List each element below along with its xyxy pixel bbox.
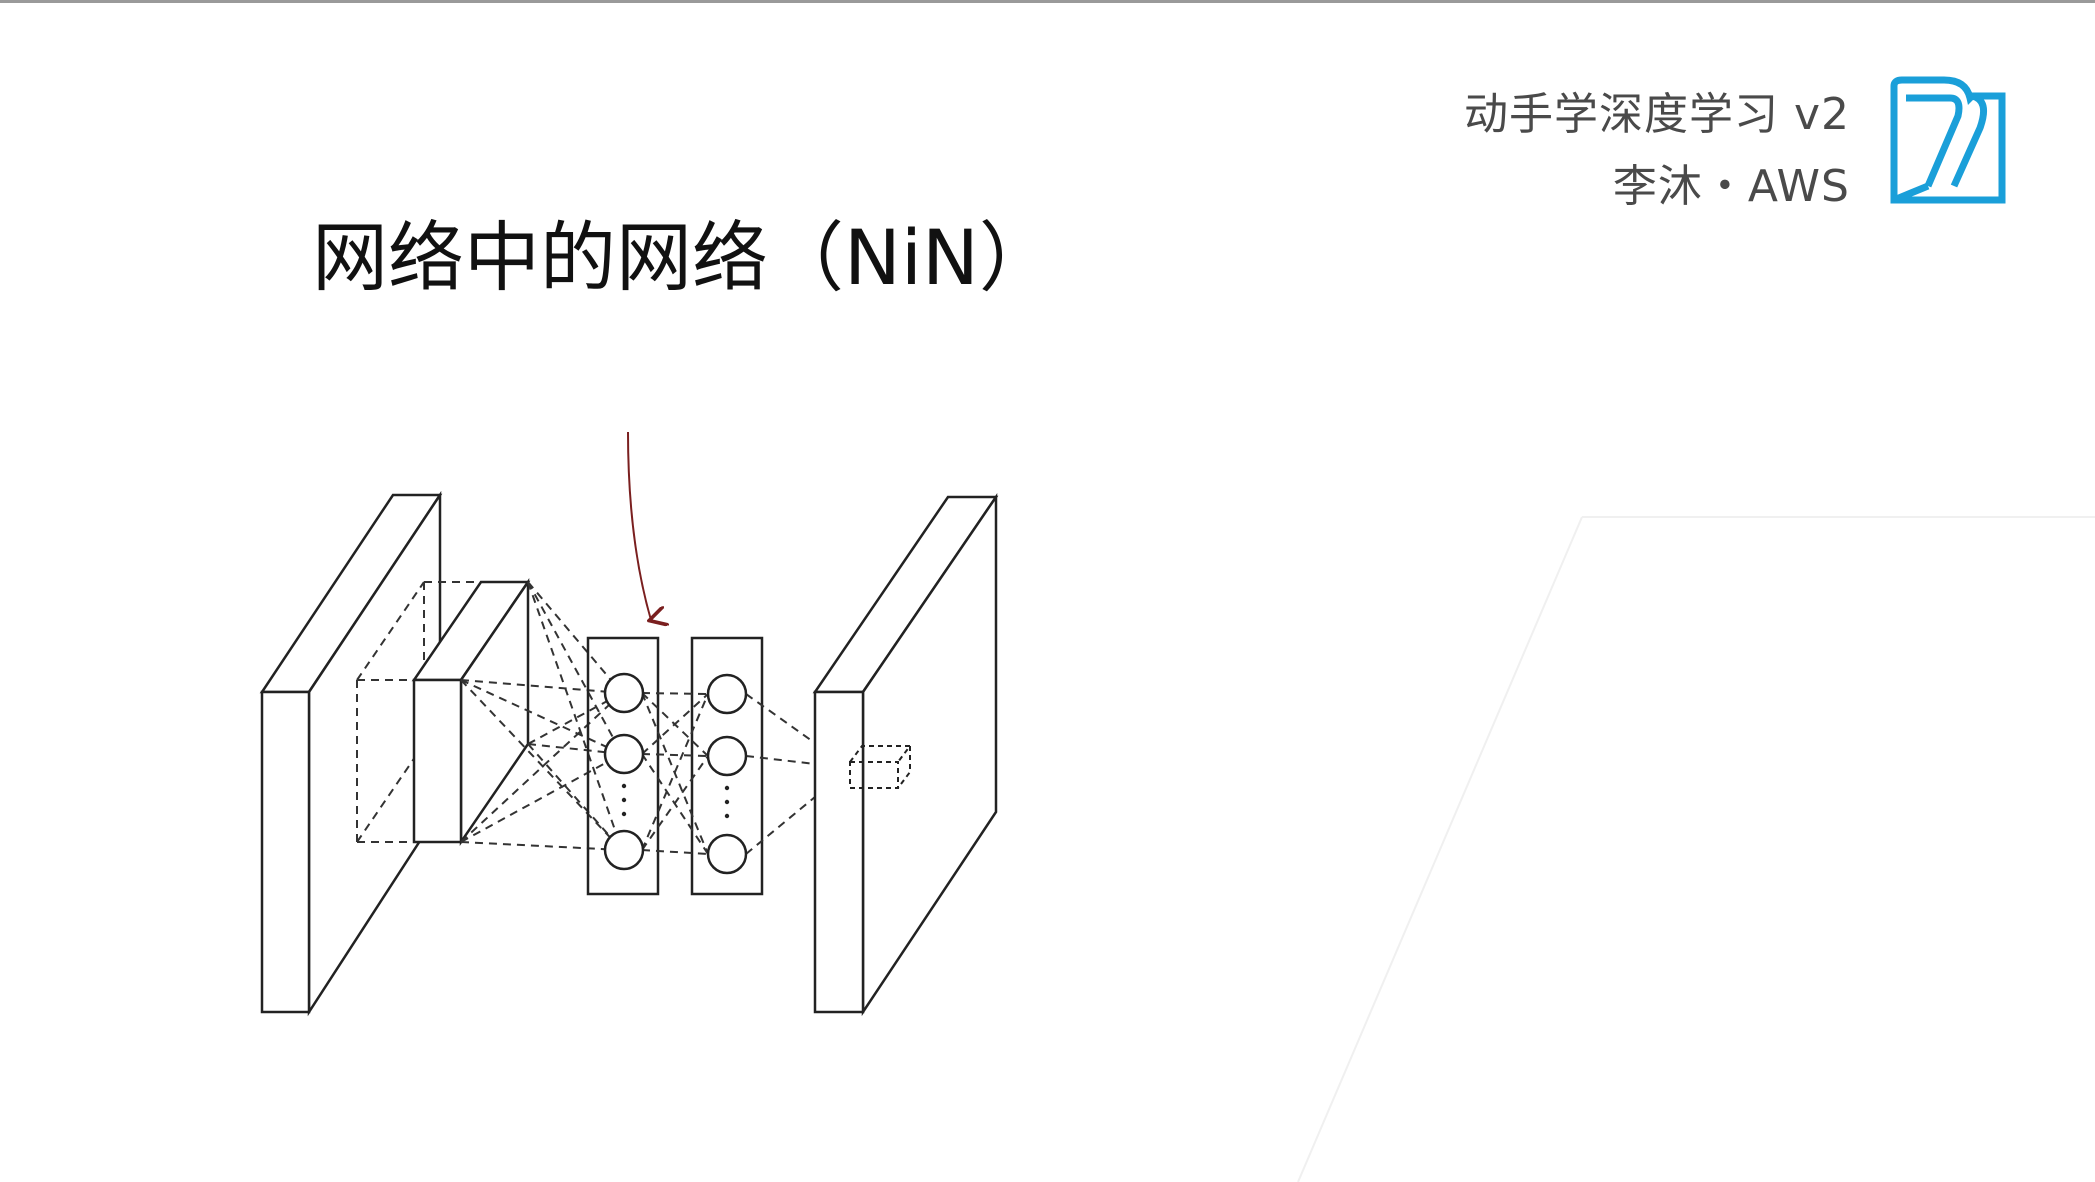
output-layer (812, 492, 999, 1017)
conv-map (411, 577, 531, 847)
course-title: 动手学深度学习 v2 (1463, 89, 1850, 140)
d2l-logo-icon (1890, 76, 2006, 204)
slide-title: 网络中的网络（NiN） (312, 213, 1055, 302)
mlp-layer-boxes (586, 636, 764, 896)
annotation-arrow (627, 431, 651, 620)
top-border (0, 0, 2095, 3)
output-cube (849, 745, 912, 789)
neurons (603, 672, 748, 875)
input-layer (259, 490, 443, 1017)
course-author: 李沐・AWS (1612, 161, 1850, 212)
mlp-connections-1 (460, 581, 623, 851)
mlp-connections-2 (641, 692, 709, 855)
ellipsis-dots (621, 783, 730, 819)
